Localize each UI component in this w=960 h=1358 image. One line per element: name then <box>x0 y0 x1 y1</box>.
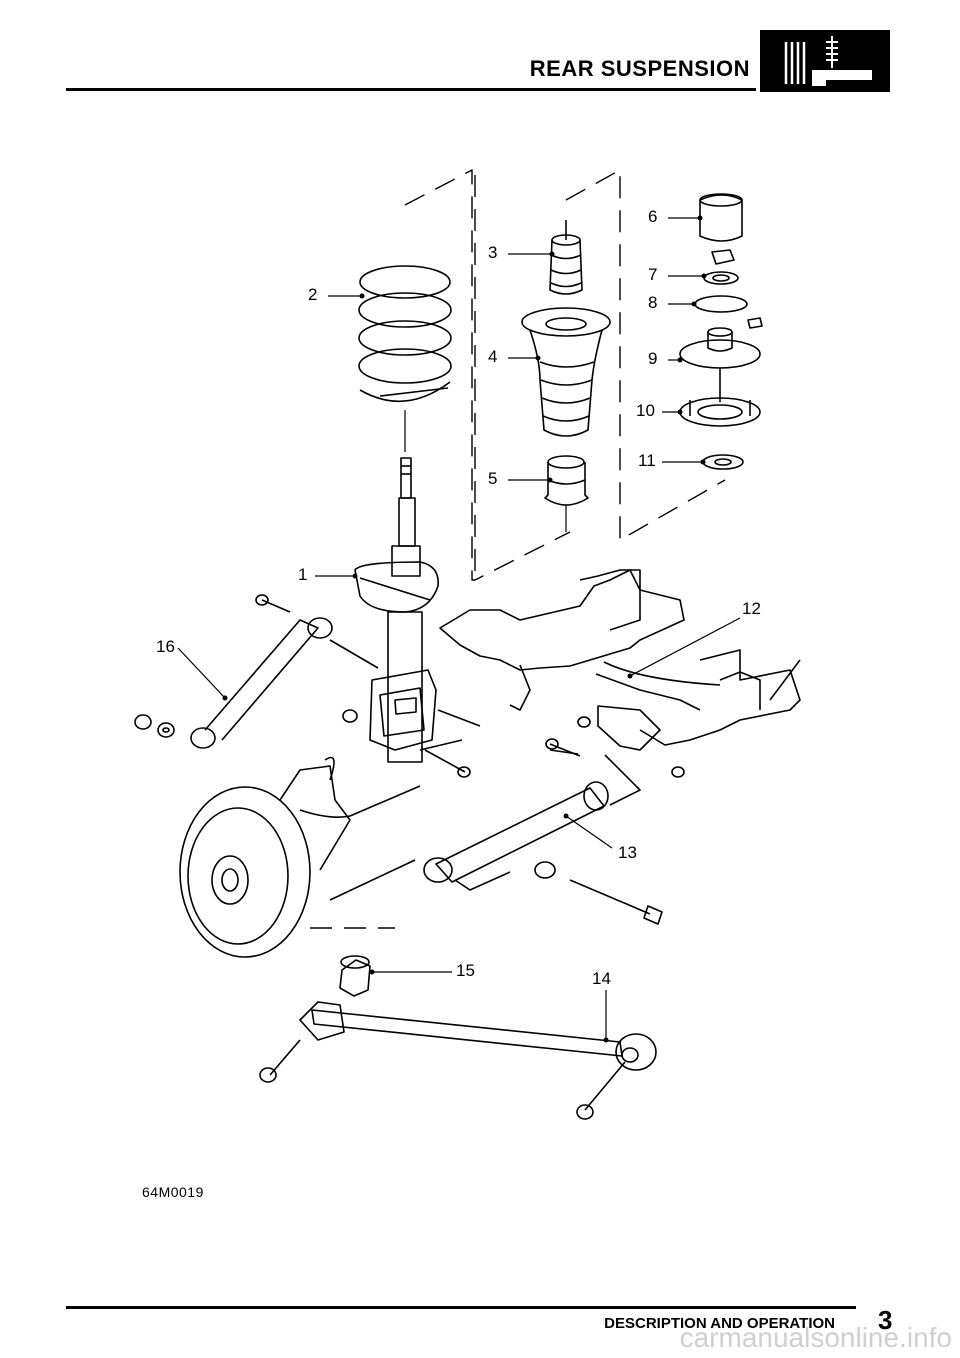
callout-10: 10 <box>636 401 655 420</box>
footer-rule <box>66 1306 856 1309</box>
callout-11: 11 <box>638 451 656 470</box>
leader-lines <box>177 217 741 1040</box>
callout-5: 5 <box>488 469 498 488</box>
lateral-link <box>259 1001 657 1120</box>
lower-seat <box>702 454 744 470</box>
suspension-illustration <box>134 169 801 1120</box>
bush <box>339 955 371 997</box>
o-ring <box>694 295 748 313</box>
callout-7: 7 <box>648 265 658 284</box>
callout-6: 6 <box>648 207 658 226</box>
leader-dots <box>222 215 707 1043</box>
callout-12: 12 <box>742 599 761 618</box>
page-number: 3 <box>878 1305 893 1335</box>
strut-bush <box>544 455 589 532</box>
bolts <box>342 709 685 778</box>
exploded-diagram: 1 2 3 4 5 6 7 8 9 10 11 12 13 14 15 16 <box>0 100 960 1300</box>
mounting-plate <box>679 368 761 427</box>
callout-13: 13 <box>618 843 637 862</box>
bump-stop <box>549 220 583 295</box>
dust-cover <box>521 307 611 437</box>
watermark: carmanualsonline.info <box>679 1322 952 1353</box>
coil-spring <box>358 265 452 452</box>
nut <box>711 249 735 265</box>
chapter-title: DESCRIPTION AND OPERATION <box>604 1315 835 1332</box>
callout-2: 2 <box>308 285 318 304</box>
callout-4: 4 <box>488 347 498 366</box>
rear-suspension-section-icon <box>760 30 890 92</box>
section-title: REAR SUSPENSION <box>529 56 750 81</box>
header-rule <box>66 88 756 91</box>
callout-16: 16 <box>156 637 175 656</box>
washer <box>703 271 739 285</box>
callout-9: 9 <box>648 349 658 368</box>
hub-drum <box>179 756 421 958</box>
callout-15: 15 <box>456 961 475 980</box>
callout-1: 1 <box>298 565 308 584</box>
upper-link <box>134 594 379 749</box>
trailing-arm <box>329 709 663 925</box>
cap <box>699 193 743 242</box>
callout-3: 3 <box>488 243 498 262</box>
page-header: REAR SUSPENSION <box>0 0 960 100</box>
top-mount <box>679 317 763 369</box>
figure-reference: 64M0019 <box>142 1184 204 1200</box>
callout-8: 8 <box>648 293 658 312</box>
callout-14: 14 <box>592 969 611 988</box>
rear-subframe <box>439 569 801 751</box>
damper-strut <box>354 457 439 763</box>
